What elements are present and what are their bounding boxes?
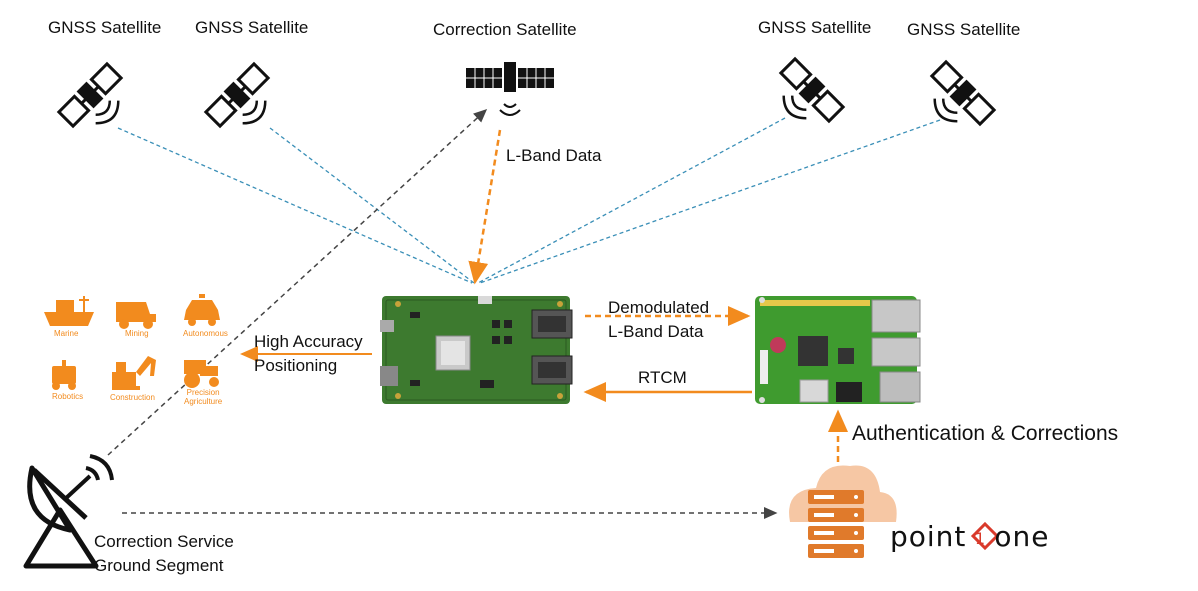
correction-satellite-icon xyxy=(466,62,554,116)
point-one-logo: point 1 one xyxy=(890,520,1050,553)
logo-text-mark: 1 xyxy=(974,528,987,548)
signal-line-gnss-2 xyxy=(269,127,475,284)
logo-text-point: point xyxy=(890,520,967,553)
gnss-satellite-icon xyxy=(202,60,272,130)
gnss-satellite-icon xyxy=(928,58,998,128)
satellite-dish-icon xyxy=(23,454,114,569)
gnss-satellite-label: GNSS Satellite xyxy=(907,20,1021,39)
application-label-autonomous: Autonomous xyxy=(183,329,228,338)
demodulated-label-line2: L-Band Data xyxy=(608,322,704,341)
signal-line-gnss-4 xyxy=(479,119,941,284)
rtcm-label: RTCM xyxy=(638,368,687,387)
uplink-arrow xyxy=(107,108,488,456)
demodulated-label: Demodulated L-Band Data xyxy=(608,296,709,344)
gnss-satellite-icon xyxy=(55,60,125,130)
gnss-satellite-label: GNSS Satellite xyxy=(48,18,162,37)
demodulated-label-line1: Demodulated xyxy=(608,298,710,317)
gnss-satellite-label: GNSS Satellite xyxy=(195,18,309,37)
cloud-server-icon xyxy=(789,465,897,558)
application-label-robotics: Robotics xyxy=(52,392,84,401)
applications-group xyxy=(44,294,220,390)
application-label-mining: Mining xyxy=(125,329,149,338)
marine-icon xyxy=(44,296,94,326)
ground-segment-label: Correction Service Ground Segment xyxy=(94,530,234,578)
signal-line-gnss-3 xyxy=(477,117,786,284)
authentication-label: Authentication & Corrections xyxy=(852,422,1119,445)
precision-line2: Agriculture xyxy=(184,397,223,406)
precision-line1: Precision xyxy=(186,388,220,397)
gnss-signal-lines xyxy=(117,117,941,284)
logo-text-one: one xyxy=(994,520,1050,553)
tractor-icon xyxy=(184,360,219,388)
gnss-satellite-label: GNSS Satellite xyxy=(758,18,872,37)
gnss-satellite-icon xyxy=(777,55,847,125)
construction-excavator-icon xyxy=(112,356,156,390)
correction-satellite-label: Correction Satellite xyxy=(433,20,577,39)
robotics-icon xyxy=(52,360,76,390)
high-accuracy-line1: High Accuracy xyxy=(254,332,363,351)
autonomous-car-icon xyxy=(184,294,220,326)
ground-segment-line2: Ground Segment xyxy=(94,556,224,575)
gnss-receiver-board xyxy=(380,296,573,404)
point-one-logo-mark xyxy=(970,521,1000,551)
signal-line-gnss-1 xyxy=(117,127,473,284)
high-accuracy-label: High Accuracy Positioning xyxy=(254,330,363,378)
application-label-construction: Construction xyxy=(110,393,155,402)
raspberry-pi-board xyxy=(755,296,921,404)
ground-segment-line1: Correction Service xyxy=(94,532,234,551)
application-label-precision-agriculture: Precision Agriculture xyxy=(184,388,222,406)
high-accuracy-line2: Positioning xyxy=(254,356,338,375)
application-label-marine: Marine xyxy=(54,329,79,338)
mining-truck-icon xyxy=(116,302,156,329)
lband-arrow xyxy=(468,129,502,285)
lband-data-label: L-Band Data xyxy=(506,146,602,165)
